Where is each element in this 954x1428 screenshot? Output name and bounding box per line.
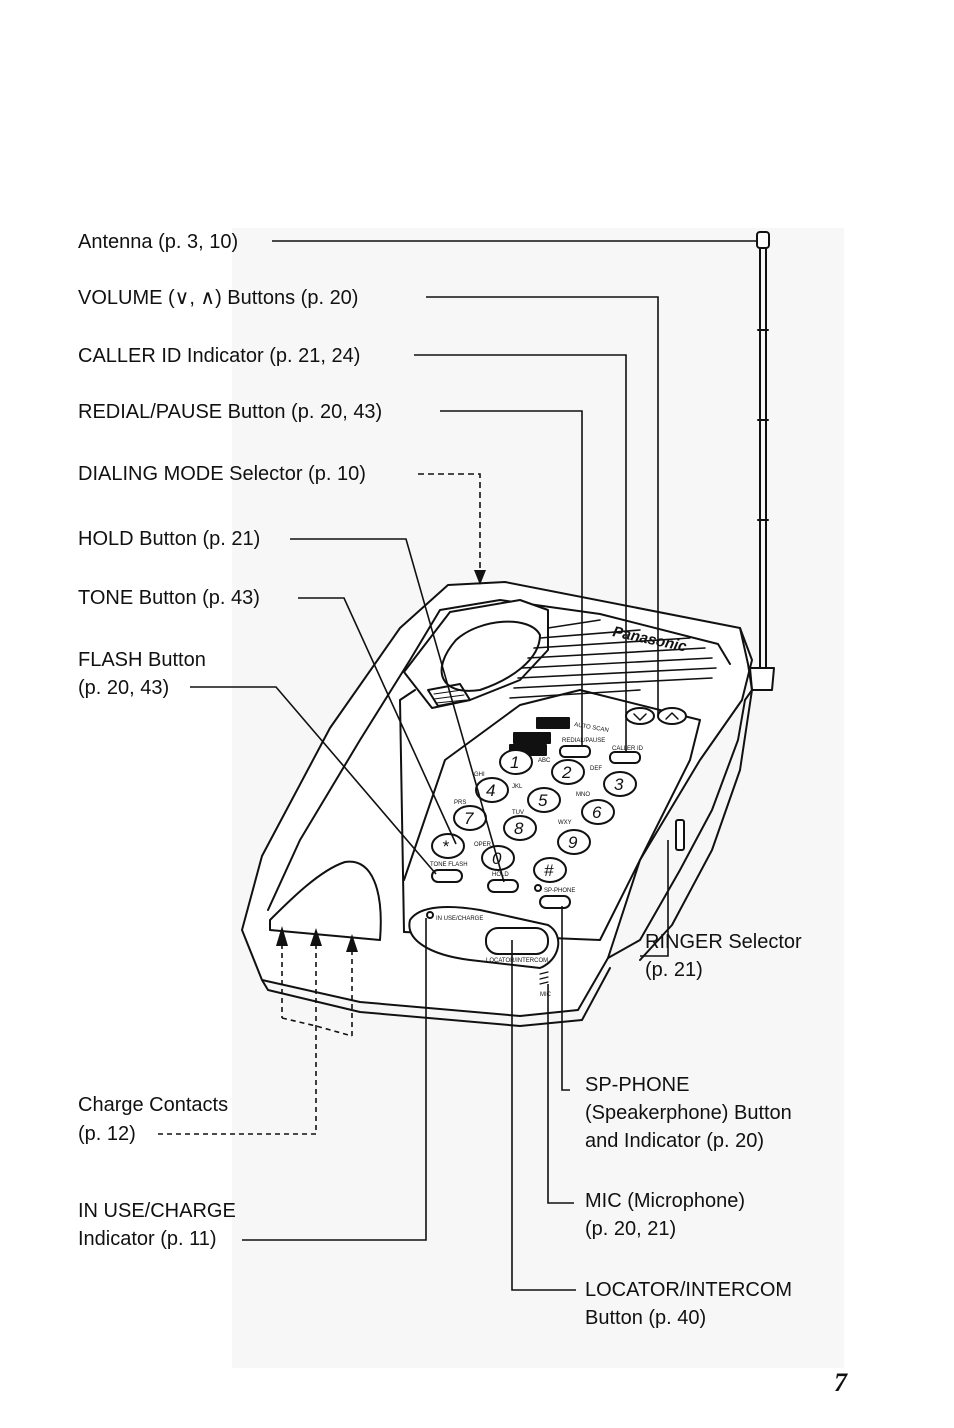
leader-spphone bbox=[561, 906, 570, 1091]
charge-contacts-page: (p. 12) bbox=[78, 1123, 136, 1145]
charge-contacts-label: Charge Contacts bbox=[78, 1094, 229, 1116]
page-number: 7 bbox=[834, 1368, 847, 1397]
locator-button-text: LOCATOR/INTERCOM bbox=[486, 958, 548, 964]
antenna bbox=[749, 231, 775, 691]
hold-button-label: HOLD Button (p. 21) bbox=[78, 528, 261, 550]
key-2: 2 bbox=[561, 763, 572, 782]
mic-text: MIC bbox=[540, 992, 552, 998]
inuse-charge-page: Indicator (p. 11) bbox=[78, 1228, 217, 1250]
locator-intercom-label: LOCATOR/INTERCOM bbox=[585, 1279, 793, 1301]
inuse-charge-label: IN USE/CHARGE bbox=[78, 1200, 236, 1222]
key-4: 4 bbox=[486, 781, 495, 800]
key-7: 7 bbox=[464, 809, 474, 828]
spphone-label-3: and Indicator (p. 20) bbox=[585, 1130, 764, 1152]
keypad bbox=[431, 749, 637, 883]
leader-dialing-mode bbox=[418, 473, 481, 578]
flash-button-text: TONE FLASH bbox=[430, 862, 468, 868]
redial-button-text: REDIAL/PAUSE bbox=[562, 738, 605, 744]
key-8: 8 bbox=[514, 819, 524, 838]
leader-volume bbox=[426, 296, 659, 716]
key-pound: # bbox=[544, 861, 554, 880]
volume-buttons-label: VOLUME (∨, ∧) Buttons (p. 20) bbox=[78, 287, 359, 309]
spphone-button-text: SP-PHONE bbox=[544, 888, 575, 894]
key-letters-wxy: WXY bbox=[558, 820, 572, 826]
caller-id-label: CALLER ID Indicator (p. 21, 24) bbox=[78, 345, 361, 367]
key-letters-oper: OPER bbox=[474, 842, 492, 848]
leader-ringer bbox=[640, 840, 669, 957]
hold-button-text: HOLD bbox=[492, 872, 509, 878]
key-3: 3 bbox=[614, 775, 624, 794]
ringer-selector-page: (p. 21) bbox=[645, 959, 703, 981]
key-letters-ghi: GHI bbox=[474, 772, 485, 778]
key-1: 1 bbox=[510, 753, 519, 772]
mic-label: MIC (Microphone) bbox=[585, 1190, 746, 1212]
key-letters-def: DEF bbox=[590, 766, 602, 772]
leader-lines bbox=[158, 240, 758, 1291]
locator-intercom-page: Button (p. 40) bbox=[585, 1307, 707, 1329]
leader-inuse bbox=[242, 918, 427, 1241]
spphone-label-2: (Speakerphone) Button bbox=[585, 1102, 792, 1124]
leader-hold bbox=[290, 538, 505, 883]
redial-pause-label: REDIAL/PAUSE Button (p. 20, 43) bbox=[78, 401, 383, 423]
key-star: * bbox=[442, 837, 450, 856]
leader-locator bbox=[511, 940, 576, 1291]
leader-redial bbox=[440, 410, 583, 746]
key-letters-jkl: JKL bbox=[512, 784, 523, 790]
antenna-label: Antenna (p. 3, 10) bbox=[78, 231, 239, 253]
model-text: AUTO SCAN bbox=[574, 722, 609, 734]
key-5: 5 bbox=[538, 791, 548, 810]
ringer-selector-label: RINGER Selector bbox=[645, 931, 802, 953]
dialing-mode-label: DIALING MODE Selector (p. 10) bbox=[78, 463, 366, 485]
key-letters-mno: MNO bbox=[576, 792, 590, 798]
leader-flash bbox=[190, 686, 437, 875]
key-6: 6 bbox=[592, 803, 602, 822]
spphone-label: SP-PHONE bbox=[585, 1074, 690, 1096]
flash-button-page: (p. 20, 43) bbox=[78, 677, 170, 699]
inuse-indicator-text: IN USE/CHARGE bbox=[436, 916, 483, 922]
tone-button-label: TONE Button (p. 43) bbox=[78, 587, 260, 609]
mic-page: (p. 20, 21) bbox=[585, 1218, 677, 1240]
arrowheads bbox=[276, 570, 486, 952]
key-letters-prs: PRS bbox=[454, 800, 466, 806]
flash-button-label: FLASH Button bbox=[78, 649, 206, 671]
leader-caller-id bbox=[414, 354, 627, 752]
leader-mic bbox=[547, 984, 574, 1204]
leader-tone bbox=[298, 597, 457, 845]
leader-charge-contacts bbox=[158, 944, 353, 1135]
key-9: 9 bbox=[568, 833, 578, 852]
key-letters-tuv: TUV bbox=[512, 810, 524, 816]
key-letters-abc: ABC bbox=[538, 758, 551, 764]
caller-id-text: CALLER ID bbox=[612, 746, 644, 752]
